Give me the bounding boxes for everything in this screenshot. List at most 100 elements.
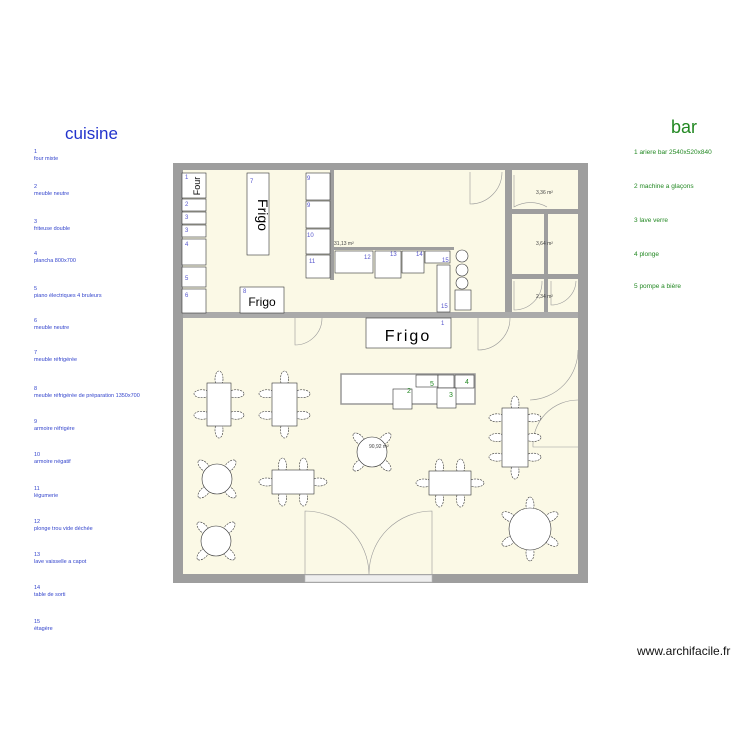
meuble-neutre [181,198,207,212]
room-a-area: 3,36 m² [536,190,553,196]
frigo-preparation [239,286,285,314]
equipment-number: 6 [185,293,189,299]
room-c-area: 2,34 m² [536,294,553,300]
armoire-refrigeree-2 [305,200,331,229]
equipment-number: 5 [185,276,189,282]
kitchen-partition [330,170,334,280]
legend-label: armoire réfrigère [34,426,75,432]
watermark: www.archifacile.fr [637,644,731,658]
legend-label: plonge trou vide déchée [34,526,93,532]
equipment-number: 4 [185,242,189,248]
bar-equipment-number: 3 [449,392,453,399]
legend-label: friteuse double [34,226,71,232]
equipment-number: 8 [243,289,247,295]
legend-label: meuble neutre [34,325,70,331]
legend-number: 6 [34,318,38,324]
legend-number: 4 [634,251,638,258]
round-table [508,507,552,551]
etagere-1 [424,250,451,264]
side-double-door[interactable] [529,349,579,448]
bar-plonge [437,374,455,389]
friteuse-2 [181,224,207,238]
poubelle [454,289,472,311]
passage-door[interactable] [294,317,323,346]
legend-label: piano électriques 4 bruleurs [34,293,102,299]
legend-label: étagère [34,626,53,632]
equipment-number: 15 [442,258,449,264]
pompe-a-biere [415,374,439,388]
room-a-door[interactable] [513,175,548,208]
round-table [200,525,232,557]
legend-number: 1 [34,149,38,155]
legend-number: 10 [34,452,41,458]
legend-number: 11 [34,486,40,492]
room-c-door[interactable] [513,280,543,311]
kitchen-partition-2 [334,247,454,250]
legend-label: table de sorti [34,592,66,598]
round-table [356,436,388,468]
legend-label: plonge [639,251,659,258]
bar-door[interactable] [477,317,511,351]
equipment-number: 7 [250,179,254,185]
table [428,470,472,496]
legend-number: 9 [34,419,38,425]
equipment-number: 11 [309,259,316,265]
armoire-refrigeree-1 [305,172,331,201]
equipment-number: 13 [390,252,397,258]
legend-label: meuble réfrigérée [34,357,78,363]
frigo-8-label: Frigo [248,295,276,309]
entrance-threshold [304,574,433,583]
entrance-double-door[interactable] [304,510,433,575]
room-a-floor [512,170,578,209]
pompe-1 [455,249,469,263]
bar-legend-item: 4 plonge [634,251,659,258]
frigo-7-label: Frigo [255,199,271,231]
kitchen-door[interactable] [469,171,503,205]
legend-label: meuble neutre [34,191,70,197]
meuble-refrigere [246,172,270,256]
room-c2-door[interactable] [550,280,577,306]
table [206,382,232,427]
bar-title: bar [671,117,698,137]
table-de-sorti [401,250,425,274]
etagere-2 [436,264,451,313]
equipment-number: 9 [307,203,311,209]
legend-label: machine a glaçons [639,183,694,190]
four-label: Four [192,177,202,196]
room-b2-floor [548,214,578,274]
friteuse-1 [181,211,207,225]
equipment-number: 14 [416,252,423,258]
legend-number: 12 [34,519,41,525]
equipment-number: 3 [185,228,189,234]
equipment-number: 10 [307,233,314,239]
piano [181,266,207,288]
equipment-number: 12 [364,255,371,261]
frigo-1-label: Frigo [385,328,431,345]
bar-plonge-2 [454,374,475,389]
dining-area: 90,92 m² [369,444,389,450]
legend-number: 1 [634,149,638,156]
kitchen-area: 31,13 m² [334,241,354,247]
legumerie [305,254,331,279]
armoire-negatif [305,228,331,255]
legend-label: armoire négatif [34,459,71,465]
room-c2-floor [548,279,578,312]
table [271,469,315,495]
frigo-1 [365,317,452,349]
four-mixte [181,172,207,199]
cuisine-title: cuisine [65,124,118,143]
bar-equipment-number: 5 [430,381,434,388]
pompe-3 [455,276,469,290]
